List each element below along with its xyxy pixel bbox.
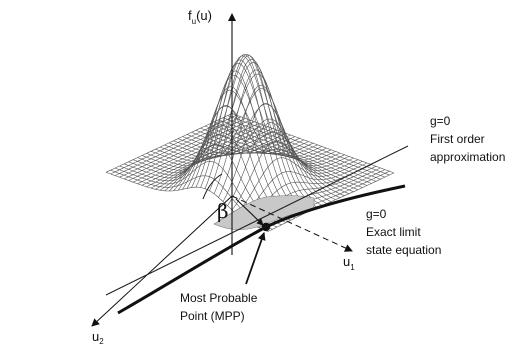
mesh-line (191, 132, 354, 192)
exact-limit-line2: state equation (366, 243, 441, 257)
mesh-line (164, 88, 327, 204)
u2-axis (91, 195, 233, 327)
mesh-line (218, 84, 345, 198)
first-order-equation: g=0 (430, 114, 451, 128)
mesh-line (132, 86, 296, 219)
mesh-line (146, 54, 309, 212)
mesh-line (168, 103, 332, 202)
first-order-approximation-line (105, 145, 409, 296)
beta-distance-arrow (235, 198, 264, 226)
mesh-line (227, 115, 390, 176)
beta-symbol: β (217, 199, 229, 223)
mesh-line (141, 59, 305, 214)
u2-axis-label: u2 (92, 329, 104, 345)
mpp-label-line1: Most Probable (180, 291, 258, 305)
mesh-line (128, 104, 291, 221)
first-order-label: g=0 First order approximation (430, 114, 505, 164)
u1-axis (231, 195, 353, 252)
mesh-line (123, 124, 287, 223)
density-surface-mesh (105, 54, 395, 232)
u1-axis-label: u1 (343, 254, 355, 272)
mpp-label-line2: Point (MPP) (180, 309, 245, 323)
first-order-line1: First order (430, 132, 485, 146)
mpp-point (261, 222, 271, 232)
mesh-line (155, 62, 318, 208)
mpp-label: Most Probable Point (MPP) (180, 291, 258, 323)
mesh-line (231, 113, 395, 174)
beta-angle-arc (202, 173, 223, 200)
exact-limit-line1: Exact limit (366, 225, 421, 239)
mpp-callout-arrow (245, 232, 266, 285)
mesh-line (177, 131, 341, 198)
exact-limit-equation: g=0 (366, 207, 387, 221)
mesh-line (159, 73, 323, 206)
first-order-line2: approximation (430, 150, 505, 164)
mesh-line (213, 121, 377, 182)
density-axis-label: fu(u) (188, 8, 212, 26)
exact-limit-label: g=0 Exact limit state equation (366, 207, 441, 257)
mesh-line (195, 130, 359, 190)
